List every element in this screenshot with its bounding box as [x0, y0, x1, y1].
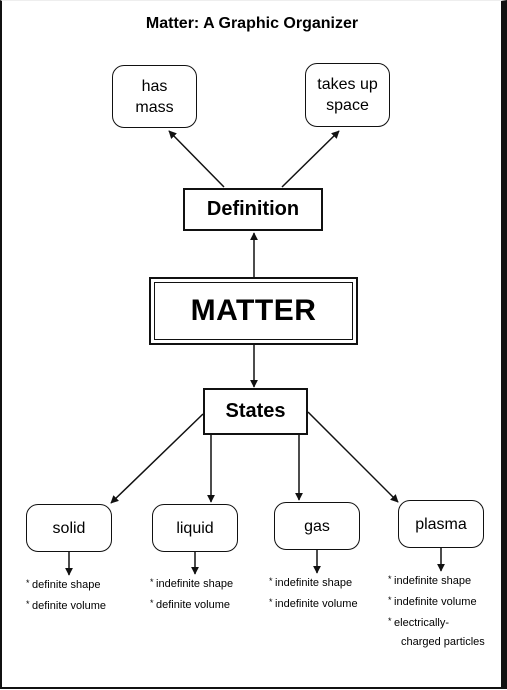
liquid-properties: indefinite shape definite volume: [150, 573, 233, 615]
matter-label: MATTER: [154, 282, 353, 340]
definition-box: Definition: [183, 188, 323, 231]
solid-properties: definite shape definite volume: [26, 574, 106, 616]
arrow-definition-to-space: [281, 130, 340, 188]
property-item: indefinite volume: [388, 591, 485, 612]
has-mass-line1: has: [141, 77, 168, 95]
state-plasma-box: plasma: [398, 500, 484, 548]
states-box: States: [203, 388, 308, 435]
property-item: definite volume: [150, 594, 233, 615]
property-item: definite volume: [26, 595, 106, 616]
property-item: indefinite shape: [388, 570, 485, 591]
property-item: charged particles: [401, 636, 485, 648]
takes-up-space-line2: space: [326, 97, 369, 114]
property-item: indefinite volume: [269, 593, 358, 614]
takes-up-space-box: takes up space: [305, 63, 390, 127]
state-solid-box: solid: [26, 504, 112, 552]
property-item: indefinite shape: [150, 573, 233, 594]
takes-up-space-line1: takes up: [317, 76, 378, 93]
property-item: electrically-: [388, 612, 485, 633]
diagram-title: Matter: A Graphic Organizer: [145, 15, 359, 32]
has-mass-box: has mass: [112, 65, 197, 128]
state-gas-box: gas: [274, 502, 360, 550]
property-item: indefinite shape: [269, 572, 358, 593]
has-mass-line2: mass: [135, 98, 174, 116]
arrow-states-to-solid: [110, 413, 204, 504]
plasma-properties: indefinite shape indefinite volume elect…: [388, 570, 485, 649]
arrow-definition-to-mass: [168, 130, 225, 188]
gas-properties: indefinite shape indefinite volume: [269, 572, 358, 614]
matter-box: MATTER: [149, 277, 358, 345]
arrow-states-to-plasma: [307, 411, 399, 503]
state-liquid-box: liquid: [152, 504, 238, 552]
property-item: definite shape: [26, 574, 106, 595]
